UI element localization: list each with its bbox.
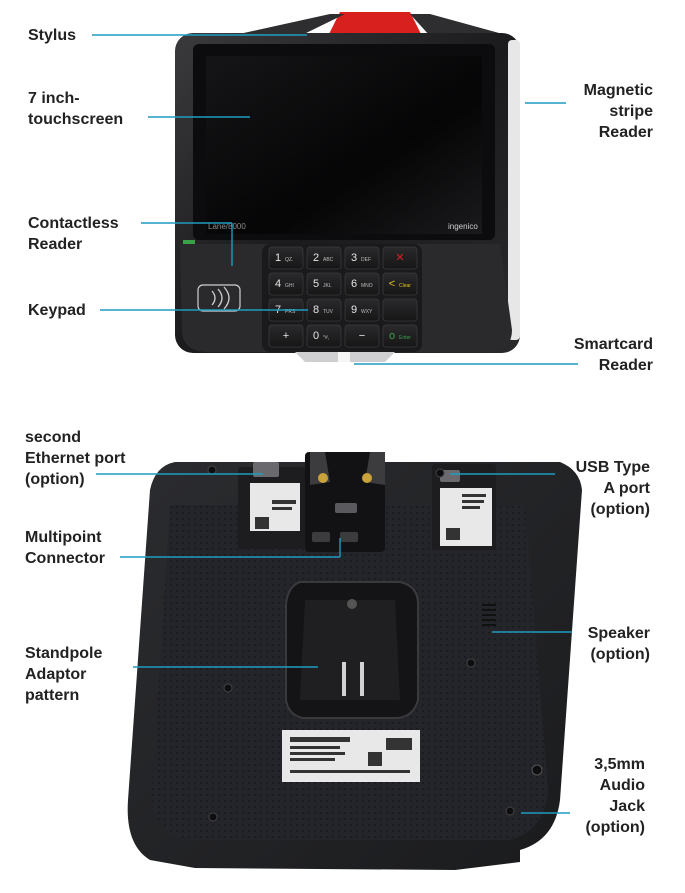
standpole-pin-left [342,662,346,696]
connector-pad-left [312,532,330,542]
keypad-key-main: 2 [313,252,319,264]
keypad-key[interactable] [382,324,418,348]
standpole-pin-right [360,662,364,696]
keypad-key-sub: Enter [399,335,411,341]
brand-logo: ingenico [448,222,478,231]
status-led [183,240,195,244]
leader-lines [92,34,578,814]
back-screws [207,465,515,822]
label-smartcard: Smartcard Reader [573,336,653,374]
keypad-key-sub: MNO [361,283,373,289]
contactless-symbol [197,284,241,312]
label-multipoint: Multipoint Connector [25,529,105,567]
label-touchscreen: 7 inch- touchscreen [28,90,124,128]
keypad-key[interactable] [344,324,380,348]
keypad-key[interactable] [382,298,418,322]
serial-label-print [290,737,412,773]
keypad-key[interactable] [344,272,380,296]
usb-port [440,470,460,482]
connector-pad-right [340,532,358,542]
label-usb: USB Type A port (option) [575,459,650,518]
keypad-key[interactable] [268,324,304,348]
keypad-key-main: 0 [313,330,319,342]
keypad-key-main: < [389,278,395,290]
keypad-key-sub: TUV [323,309,334,315]
standpole-recess [300,600,400,700]
keypad-key-sub: ABC [323,257,334,263]
keypad-key-sub: Clear [399,283,411,289]
ethernet-port [253,462,279,477]
keypad-base [262,244,422,352]
label-keypad: Keypad [28,302,86,319]
speaker-grille [482,604,496,626]
label-speaker: Speaker (option) [587,625,650,663]
screw-right [362,473,372,483]
keypad-key[interactable] [268,246,304,270]
keypad-key-sub: WXY [361,309,373,315]
keypad-key[interactable] [382,272,418,296]
keypad-key-sub: *#, [323,335,329,341]
keypad-key[interactable] [268,272,304,296]
qr-left [255,500,296,529]
multipoint-connector [335,503,357,513]
keypad-key[interactable] [306,324,342,348]
label-audio-jack: 3,5mm Audio Jack (option) [585,756,645,836]
label-contactless: Contactless Reader [28,215,119,253]
label-stylus: Stylus [28,27,77,44]
model-name: Lane/8000 [208,222,246,231]
keypad-key-main: o [389,330,395,342]
back-device [127,452,582,870]
magstripe-slot [508,40,520,340]
keypad-key-sub: DEF [361,257,371,263]
keypad-key-main: 4 [275,278,281,290]
top-bevel-right [410,14,510,36]
standpole-screw [347,599,357,609]
keypad-key[interactable] [382,246,418,270]
keypad-key-main: 8 [313,304,319,316]
keypad-key[interactable] [344,298,380,322]
keypad-key-sub: JKL [323,283,332,289]
keypad-key-main: 3 [351,252,357,264]
keypad-key-main: − [359,330,365,342]
keypad-key-sub: PRS [285,309,296,315]
keypad-key-sub: QZ. [285,257,293,263]
keypad-key-main: ✕ [395,252,404,264]
keypad-key-main: 5 [313,278,319,290]
top-bevel-left [230,14,345,36]
keypad-key-main: 1 [275,252,281,264]
label-magstripe: Magnetic stripe Reader [583,82,653,141]
keypad-key-main: 9 [351,304,357,316]
screw-left [318,473,328,483]
keypad-key[interactable] [344,246,380,270]
touchscreen-display [206,56,482,234]
label-ethernet: second Ethernet port (option) [25,429,126,488]
keypad-key-sub: GHI [285,283,294,289]
keypad-key[interactable] [306,246,342,270]
keypad-key-main: + [283,330,289,342]
audio-jack [531,764,543,776]
stylus-tip [328,12,422,36]
smartcard-notch [338,352,350,362]
keypad-key[interactable] [306,272,342,296]
keypad-key-main: 6 [351,278,357,290]
qr-right [446,494,486,540]
label-standpole: Standpole Adaptor pattern [25,645,103,704]
